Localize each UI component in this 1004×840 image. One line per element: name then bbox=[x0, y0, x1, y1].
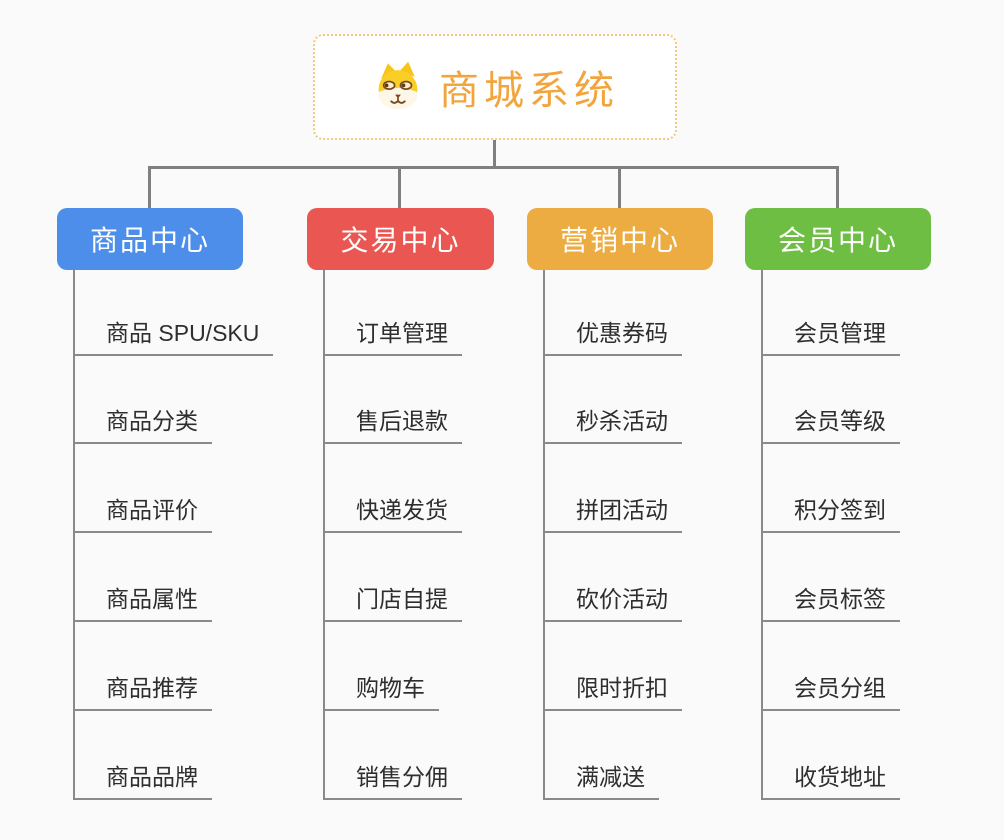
dog-face-icon bbox=[378, 61, 418, 109]
connector-drop-3 bbox=[618, 166, 621, 210]
node-item[interactable]: 砍价活动 bbox=[543, 584, 682, 622]
branch-header-product-center[interactable]: 商品中心 bbox=[57, 208, 243, 270]
root-title: 商城系统 bbox=[439, 69, 619, 113]
connector-drop-2 bbox=[398, 166, 401, 210]
node-item[interactable]: 会员管理 bbox=[761, 318, 900, 356]
branch-header-trade-center[interactable]: 交易中心 bbox=[307, 208, 494, 270]
node-item[interactable]: 拼团活动 bbox=[543, 495, 682, 533]
branch-items: 订单管理 售后退款 快递发货 门店自提 购物车 销售分佣 bbox=[307, 208, 494, 818]
node-item[interactable]: 会员分组 bbox=[761, 673, 900, 711]
node-item[interactable]: 快递发货 bbox=[323, 495, 462, 533]
node-item[interactable]: 会员标签 bbox=[761, 584, 900, 622]
node-item[interactable]: 优惠券码 bbox=[543, 318, 682, 356]
node-item[interactable]: 商品推荐 bbox=[73, 673, 212, 711]
node-item[interactable]: 满减送 bbox=[543, 762, 659, 800]
node-item[interactable]: 商品评价 bbox=[73, 495, 212, 533]
node-item[interactable]: 会员等级 bbox=[761, 406, 900, 444]
node-item[interactable]: 商品品牌 bbox=[73, 762, 212, 800]
branch-marketing-center: 营销中心 优惠券码 秒杀活动 拼团活动 砍价活动 限时折扣 满减送 bbox=[527, 208, 713, 818]
node-item[interactable]: 销售分佣 bbox=[323, 762, 462, 800]
node-item[interactable]: 门店自提 bbox=[323, 584, 462, 622]
node-item[interactable]: 秒杀活动 bbox=[543, 406, 682, 444]
node-item[interactable]: 商品属性 bbox=[73, 584, 212, 622]
branch-items: 优惠券码 秒杀活动 拼团活动 砍价活动 限时折扣 满减送 bbox=[527, 208, 713, 818]
connector-root-stub bbox=[493, 140, 496, 168]
node-item[interactable]: 积分签到 bbox=[761, 495, 900, 533]
node-item[interactable]: 限时折扣 bbox=[543, 673, 682, 711]
branch-items: 会员管理 会员等级 积分签到 会员标签 会员分组 收货地址 bbox=[745, 208, 931, 818]
branch-product-center: 商品中心 商品 SPU/SKU 商品分类 商品评价 商品属性 商品推荐 商品品牌 bbox=[57, 208, 274, 818]
branch-spine bbox=[543, 270, 545, 800]
node-item[interactable]: 收货地址 bbox=[761, 762, 900, 800]
branch-header-member-center[interactable]: 会员中心 bbox=[745, 208, 931, 270]
branch-spine bbox=[73, 270, 75, 800]
branch-spine bbox=[761, 270, 763, 800]
branch-trade-center: 交易中心 订单管理 售后退款 快递发货 门店自提 购物车 销售分佣 bbox=[307, 208, 494, 818]
branch-member-center: 会员中心 会员管理 会员等级 积分签到 会员标签 会员分组 收货地址 bbox=[745, 208, 931, 818]
node-item[interactable]: 购物车 bbox=[323, 673, 439, 711]
connector-drop-4 bbox=[836, 166, 839, 210]
node-item[interactable]: 商品 SPU/SKU bbox=[73, 318, 274, 356]
branch-items: 商品 SPU/SKU 商品分类 商品评价 商品属性 商品推荐 商品品牌 bbox=[57, 208, 274, 818]
branch-spine bbox=[323, 270, 325, 800]
root-node[interactable]: 商城系统 bbox=[313, 34, 677, 140]
branch-header-marketing-center[interactable]: 营销中心 bbox=[527, 208, 713, 270]
node-item[interactable]: 订单管理 bbox=[323, 318, 462, 356]
node-item[interactable]: 售后退款 bbox=[323, 406, 462, 444]
node-item[interactable]: 商品分类 bbox=[73, 406, 212, 444]
connector-horizontal bbox=[148, 166, 839, 169]
connector-drop-1 bbox=[148, 166, 151, 210]
